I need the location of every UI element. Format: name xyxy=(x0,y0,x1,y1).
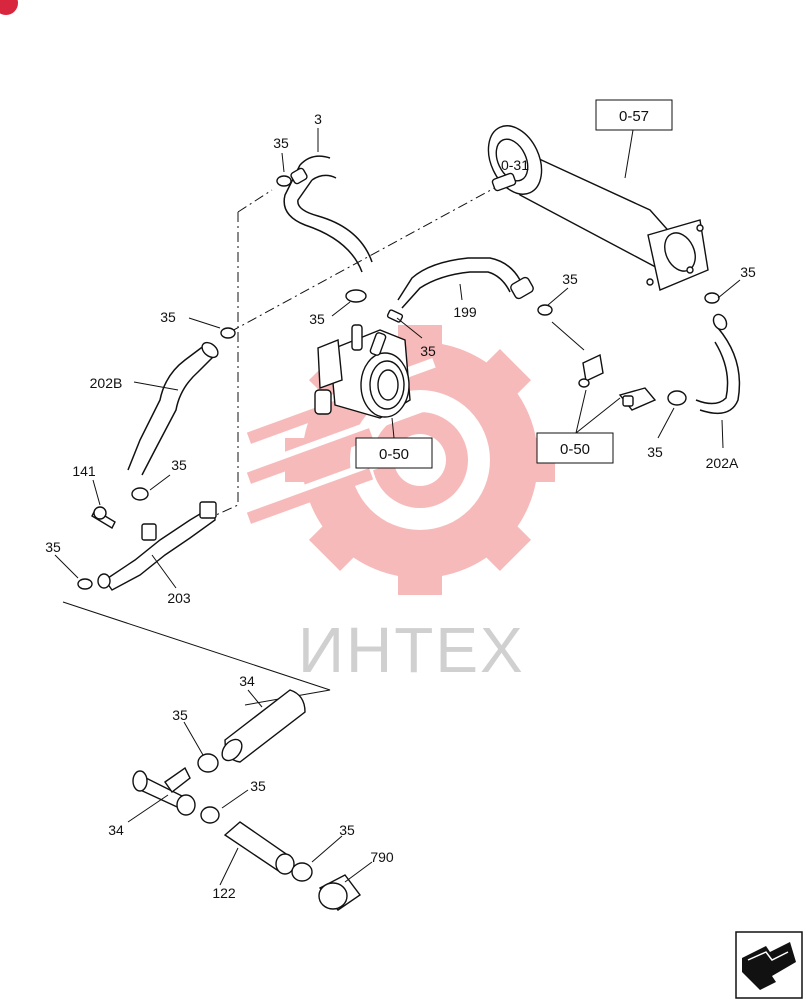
bracket-203 xyxy=(77,501,217,591)
callout-35: 35 xyxy=(250,778,266,794)
callout-35: 35 xyxy=(172,707,188,723)
callout-0-31: 0-31 xyxy=(501,157,529,173)
callout-35: 35 xyxy=(273,135,289,151)
callout-35: 35 xyxy=(160,309,176,325)
connection-lines xyxy=(62,184,501,706)
callout-35: 35 xyxy=(339,822,355,838)
callout-202B: 202B xyxy=(90,375,123,391)
reference-box-0-50-right[interactable]: 0-50 xyxy=(536,432,614,464)
callout-35: 35 xyxy=(420,343,436,359)
callout-35: 35 xyxy=(171,457,187,473)
callout-labels: 3 35 0-31 35 35 35 199 35 35 35 202A 202… xyxy=(45,111,756,901)
callout-141: 141 xyxy=(72,463,96,479)
svg-text:0-57: 0-57 xyxy=(619,108,649,125)
callout-203: 203 xyxy=(167,590,191,606)
callout-202A: 202A xyxy=(706,455,739,471)
reference-box-0-57[interactable]: 0-57 xyxy=(595,99,673,131)
callout-35: 35 xyxy=(740,264,756,280)
callout-35: 35 xyxy=(647,444,663,460)
callout-35: 35 xyxy=(309,311,325,327)
watermark-logo xyxy=(244,325,555,595)
clamps-and-fittings xyxy=(131,175,720,501)
svg-text:0-50: 0-50 xyxy=(379,446,409,463)
lower-parts-kit xyxy=(132,689,361,911)
callout-199: 199 xyxy=(453,304,477,320)
callout-3: 3 xyxy=(314,111,322,127)
callout-35: 35 xyxy=(562,271,578,287)
corner-badge xyxy=(0,0,18,15)
pump-housing xyxy=(314,324,411,419)
callout-34: 34 xyxy=(239,673,255,689)
watermark-text: ИНТЕХ xyxy=(298,614,525,686)
reference-box-0-50-left[interactable]: 0-50 xyxy=(355,437,433,469)
svg-text:0-50: 0-50 xyxy=(560,441,590,458)
callout-34: 34 xyxy=(108,822,124,838)
leader-lines xyxy=(54,128,741,886)
callout-790: 790 xyxy=(370,849,394,865)
egr-cooler xyxy=(487,125,709,291)
hoses xyxy=(127,155,741,476)
next-page-arrow-icon[interactable] xyxy=(735,931,803,999)
callout-122: 122 xyxy=(212,885,236,901)
callout-35: 35 xyxy=(45,539,61,555)
